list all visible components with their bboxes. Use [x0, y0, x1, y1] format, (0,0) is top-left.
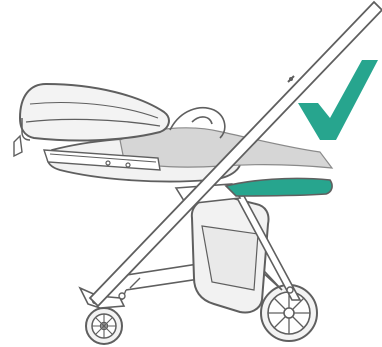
footrest-highlight — [226, 178, 332, 196]
front-wheel — [86, 308, 122, 344]
